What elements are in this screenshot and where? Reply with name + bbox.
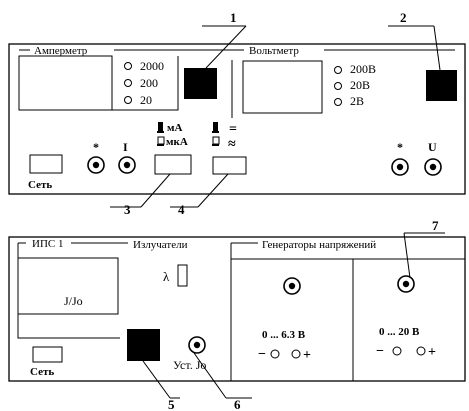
current-unit-switch[interactable]: мА мкА	[154, 122, 192, 175]
voltmeter-range-indicator	[334, 98, 342, 106]
power-label-bottom: Сеть	[30, 366, 54, 378]
ips-section: ИПС 1 J/Jo	[17, 238, 128, 339]
ammeter-title: Амперметр	[34, 45, 88, 57]
generator-2-output-jack[interactable]	[397, 275, 415, 293]
ac-dc-mode-switch[interactable]: = ≈	[212, 122, 247, 175]
callout-label: 3	[124, 202, 131, 217]
bottom-panel-frame	[8, 236, 466, 382]
ammeter-display	[18, 55, 113, 111]
power-switch-top[interactable]	[29, 154, 63, 174]
voltmeter-common-jack-label: *	[397, 140, 403, 154]
current-switch-upper-label: мА	[167, 122, 182, 134]
ips-display-label: J/Jo	[64, 294, 83, 308]
callout-7: 7	[403, 218, 445, 279]
callout-4: 4	[170, 173, 229, 217]
ammeter-range-indicator	[124, 96, 132, 104]
generator-1-plus-sign: +	[303, 348, 311, 363]
ips-display	[17, 257, 119, 315]
callout-5: 5	[142, 360, 180, 411]
ammeter-range-label: 200	[140, 76, 158, 90]
generators-section: Генераторы напряжений 0 ... 6.3 В − + 0 …	[230, 239, 465, 381]
voltmeter-range-label: 200В	[350, 62, 376, 76]
callout-6: 6	[193, 352, 252, 411]
generator-2-range: 0 ... 20 В	[379, 326, 420, 338]
generator-1-minus-terminal[interactable]	[270, 349, 280, 359]
generator-1-minus-sign: −	[258, 347, 266, 362]
voltmeter-range-indicator	[334, 66, 342, 74]
ammeter-range-indicator	[124, 79, 132, 87]
mode-switch-lower-label: ≈	[228, 137, 236, 152]
voltmeter-display	[242, 60, 323, 114]
voltmeter-input-jack[interactable]	[424, 158, 442, 176]
set-jo-knob[interactable]	[188, 336, 206, 354]
emitter-socket[interactable]	[177, 264, 188, 287]
voltmeter-range-label: 2В	[350, 94, 364, 108]
callout-label: 4	[178, 202, 185, 217]
voltmeter-range-indicator	[334, 82, 342, 90]
generator-1-range: 0 ... 6.3 В	[262, 329, 306, 341]
voltmeter-range-label: 20В	[350, 78, 370, 92]
power-label-top: Сеть	[28, 179, 52, 191]
voltmeter-input-jack-label: U	[428, 140, 437, 154]
callout-label: 1	[230, 10, 237, 25]
ips-black-indicator	[127, 329, 160, 361]
callout-label: 5	[168, 397, 175, 411]
callout-1: 1	[202, 10, 247, 69]
generator-1-output-jack[interactable]	[283, 277, 301, 295]
ips-title: ИПС 1	[32, 238, 63, 250]
current-switch-lower-label: мкА	[166, 136, 188, 148]
generator-2-plus-terminal[interactable]	[416, 346, 426, 356]
ammeter-range-indicator	[124, 62, 132, 70]
top-panel-frame	[8, 43, 466, 195]
voltmeter-common-jack[interactable]	[391, 158, 409, 176]
ammeter-common-jack-label: *	[93, 140, 99, 154]
ammeter-black-indicator	[184, 68, 217, 99]
voltmeter-title: Вольтметр	[249, 45, 299, 57]
callout-3: 3	[110, 173, 171, 217]
generator-2-plus-sign: +	[428, 345, 436, 360]
emitters-section: Излучатели λ	[133, 239, 188, 287]
ammeter-common-jack[interactable]	[87, 156, 105, 174]
power-switch-bottom[interactable]	[32, 346, 63, 363]
mode-switch-upper-label: =	[229, 122, 237, 137]
ammeter-input-jack[interactable]	[118, 156, 136, 174]
set-jo-label: Уст. Jo	[173, 358, 206, 372]
generator-1-plus-terminal[interactable]	[291, 349, 301, 359]
ammeter-input-jack-label: I	[123, 140, 128, 154]
emitters-title: Излучатели	[133, 239, 188, 251]
callout-label: 7	[432, 218, 439, 233]
ammeter-section: Амперметр 2000 200 20	[18, 45, 234, 111]
voltmeter-section: Вольтметр 200В 20В 2В	[234, 45, 455, 114]
callout-2: 2	[388, 10, 441, 71]
lambda-symbol: λ	[163, 269, 170, 284]
callout-label: 6	[234, 397, 241, 411]
callout-label: 2	[400, 10, 407, 25]
voltmeter-black-indicator	[426, 70, 457, 101]
ammeter-range-label: 20	[140, 93, 152, 107]
generator-2-minus-terminal[interactable]	[392, 346, 402, 356]
generators-title: Генераторы напряжений	[262, 239, 376, 251]
ammeter-range-label: 2000	[140, 59, 164, 73]
generator-2-minus-sign: −	[376, 344, 384, 359]
